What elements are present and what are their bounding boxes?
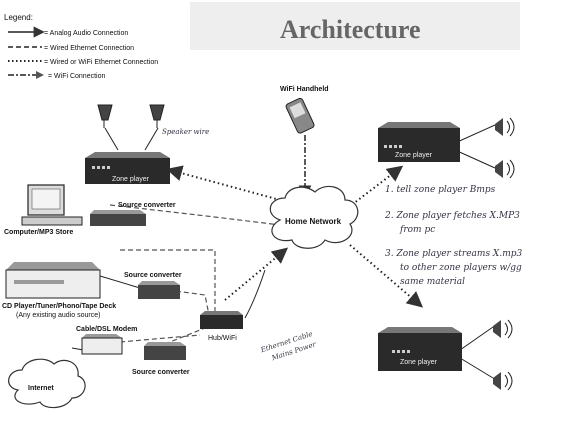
legend-item-label: = Wired Ethernet Connection [44, 45, 134, 52]
link-hub-cable [244, 269, 266, 319]
title-banner [190, 2, 520, 50]
zone-player-box-icon [85, 158, 170, 184]
speaker-icon [495, 160, 503, 178]
source-converter-1: Source converter [90, 202, 176, 226]
legend-arrow-icon [36, 71, 44, 79]
wifi-handheld-label: WiFi Handheld [280, 86, 329, 93]
legend-item-label: = WiFi Connection [48, 73, 105, 80]
modem-box-icon [81, 337, 123, 355]
zone-player-left: Zone player [85, 104, 170, 184]
converter-label: Source converter [132, 369, 190, 376]
zone-player-bottom-right: Zone player [378, 319, 513, 391]
link-sc1-hub [120, 249, 216, 325]
speaker-icon [493, 320, 501, 338]
handwritten-note: same material [400, 277, 465, 287]
speaker-wire [144, 127, 159, 151]
speaker-icon [97, 104, 113, 121]
zone-player-top-right: Zone player [378, 117, 515, 179]
speaker-wire-note: Speaker wire [162, 128, 209, 136]
source-converter-2: Source converter [124, 272, 182, 299]
home-network-label: Home Network [285, 217, 342, 226]
internet-cloud: Internet [8, 358, 86, 409]
link-zone-left [166, 165, 281, 201]
link-modem-hub [119, 334, 201, 343]
converter-box-icon [90, 214, 146, 226]
legend-heading: Legend: [4, 13, 33, 22]
zone-player-label: Zone player [112, 176, 150, 183]
speaker-wire [454, 149, 496, 169]
speaker-wire [104, 127, 119, 151]
computer-label: Computer/MP3 Store [4, 229, 73, 236]
cd-player-sublabel: (Any existing audio source) [16, 312, 100, 319]
speaker-wire [459, 357, 494, 379]
speaker-icon [495, 118, 503, 136]
cd-player-label: CD Player/Tuner/Phono/Tape Deck [2, 303, 116, 310]
speaker-icon [149, 104, 165, 121]
cd-player: CD Player/Tuner/Phono/Tape Deck (Any exi… [2, 262, 116, 319]
hub-label: Hub/WiFi [208, 335, 237, 342]
zone-player-label: Zone player [395, 152, 433, 159]
cable-modem: Cable/DSL Modem [76, 326, 137, 355]
handwritten-note: from pc [399, 225, 435, 235]
computer: Computer/MP3 Store [4, 184, 83, 236]
zone-player-label: Zone player [400, 359, 438, 366]
link-zone-bottom-right [349, 244, 424, 308]
converter-label: Source converter [118, 202, 176, 209]
internet-label: Internet [28, 385, 54, 392]
hub-wifi: Hub/WiFi [200, 311, 243, 342]
hub-box-icon [200, 315, 243, 329]
link-hub-network [224, 247, 289, 301]
link-computer-network [109, 204, 281, 226]
page-title: Architecture [280, 15, 421, 44]
legend-item-label: = Analog Audio Connection [44, 30, 128, 37]
handwritten-note: to other zone players w/gg [400, 263, 522, 273]
handwritten-note: 2. Zone player fetches X.MP3 [384, 211, 520, 221]
converter-box-icon [138, 285, 180, 299]
handwritten-note: 1. tell zone player Bmps [385, 185, 496, 195]
converter-box-icon [144, 346, 186, 360]
wifi-handheld: WiFi Handheld [280, 86, 329, 134]
link-sc2-hub [167, 289, 211, 321]
speaker-wire [454, 124, 496, 144]
handwritten-note: 3. Zone player streams X.mp3 [385, 249, 522, 259]
speaker-wire [459, 326, 494, 351]
legend-item-label: = Wired or WiFi Ethernet Connection [44, 59, 158, 66]
legend: Legend: = Analog Audio Connection = Wire… [4, 13, 158, 80]
converter-label: Source converter [124, 272, 182, 279]
computer-base-icon [21, 216, 83, 226]
home-network-cloud: Home Network [269, 185, 359, 249]
modem-label: Cable/DSL Modem [76, 326, 137, 333]
speaker-icon [493, 372, 501, 390]
source-converter-3: Source converter [132, 342, 190, 376]
